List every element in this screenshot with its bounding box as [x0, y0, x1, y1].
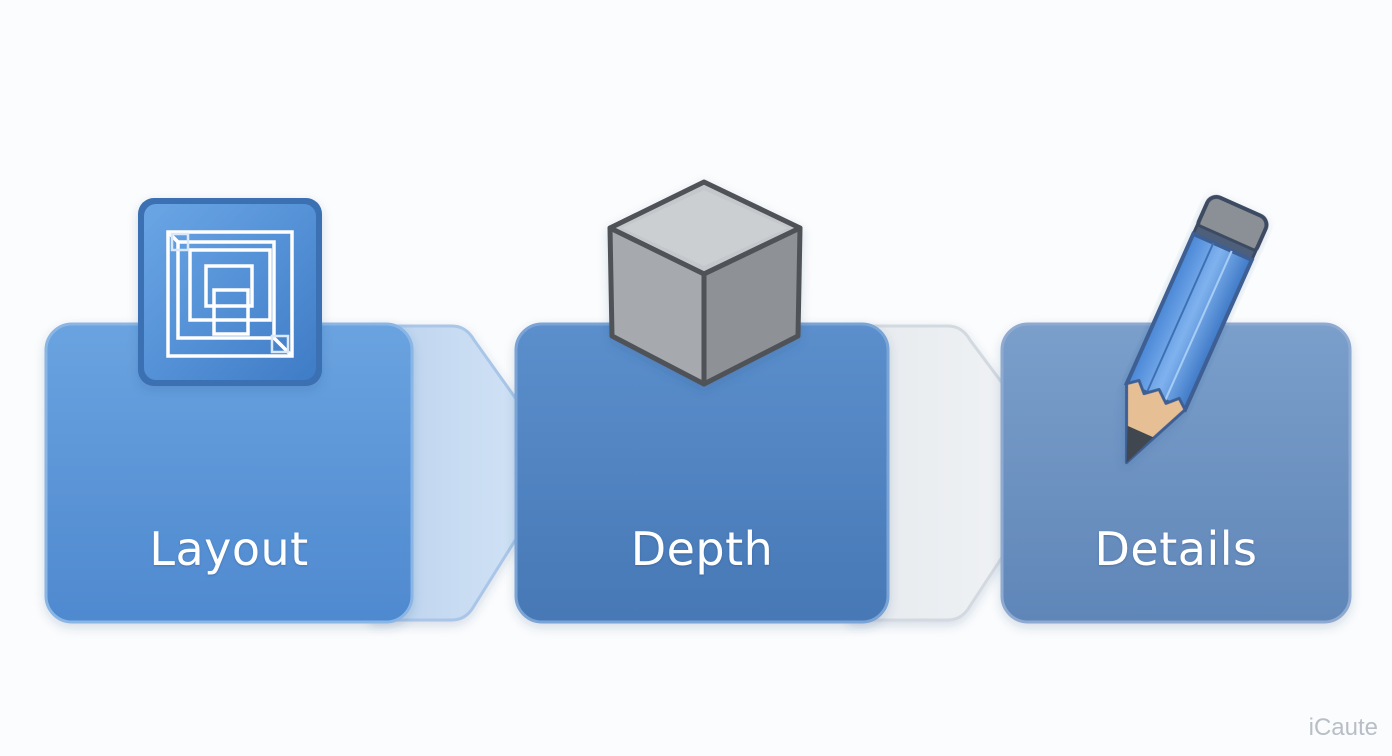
step-label-depth: Depth [630, 522, 774, 576]
watermark: iCaute [1308, 714, 1378, 741]
step-label-layout: Layout [149, 522, 309, 576]
step-label-details: Details [1094, 522, 1258, 576]
cube-icon [607, 179, 803, 387]
layout-icon [138, 198, 322, 386]
pencil-icon [1123, 194, 1269, 465]
